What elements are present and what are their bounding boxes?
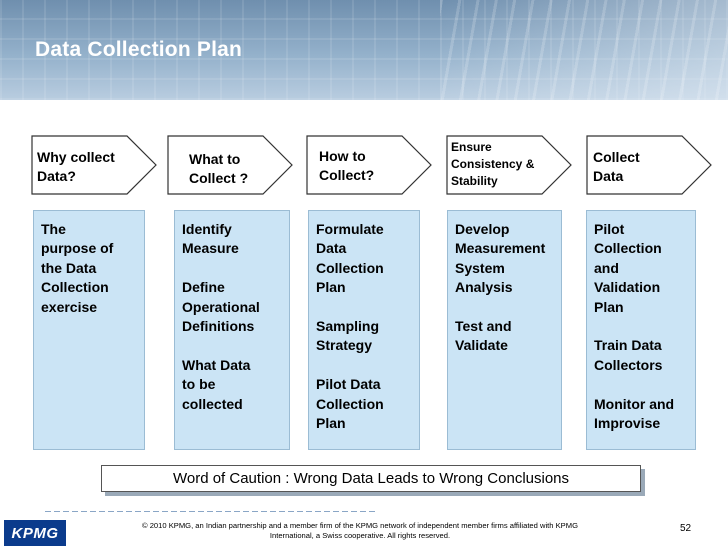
- step-label: Why collect Data?: [37, 149, 115, 184]
- kpmg-logo: KPMG: [4, 520, 66, 546]
- copyright-line: © 2010 KPMG, an Indian partnership and a…: [142, 521, 578, 530]
- caution-box: Word of Caution : Wrong Data Leads to Wr…: [101, 465, 641, 492]
- panel-text: The purpose of the Data Collection exerc…: [41, 221, 114, 315]
- step-arrow-collect-data: Collect Data: [586, 135, 712, 195]
- header-banner: Data Collection Plan: [0, 0, 728, 100]
- step-arrow-ensure-consistency: Ensure Consistency & Stability: [446, 135, 572, 195]
- step-label: Collect Data: [593, 149, 640, 184]
- copyright-notice: © 2010 KPMG, an Indian partnership and a…: [95, 521, 625, 541]
- copyright-line: International, a Swiss cooperative. All …: [269, 531, 451, 540]
- chevron-arrow-shape: [586, 135, 712, 195]
- footer-divider: [45, 511, 375, 512]
- panel-what-to-collect: Identify Measure Define Operational Defi…: [174, 210, 290, 450]
- step-label: How to Collect?: [319, 148, 375, 183]
- panel-text: Develop Measurement System Analysis Test…: [455, 221, 546, 354]
- page-number: 52: [680, 523, 692, 534]
- page-title: Data Collection Plan: [35, 38, 243, 61]
- chevron-arrow-shape: [306, 135, 432, 195]
- step-arrow-how-to-collect: How to Collect?: [306, 135, 432, 195]
- panel-how-to-collect: Formulate Data Collection Plan Sampling …: [308, 210, 420, 450]
- chevron-arrow-shape: [31, 135, 157, 195]
- header-background-image: [440, 0, 728, 100]
- panel-ensure-consistency: Develop Measurement System Analysis Test…: [447, 210, 562, 450]
- step-label: What to Collect ?: [189, 151, 249, 186]
- panel-text: Pilot Collection and Validation Plan Tra…: [594, 221, 675, 432]
- panel-why-collect: The purpose of the Data Collection exerc…: [33, 210, 145, 450]
- panel-text: Identify Measure Define Operational Defi…: [182, 221, 260, 412]
- chevron-arrow-shape: [167, 135, 293, 195]
- step-label: Ensure Consistency & Stability: [451, 140, 535, 188]
- panel-text: Formulate Data Collection Plan Sampling …: [316, 221, 384, 432]
- step-arrow-what-to-collect: What to Collect ?: [167, 135, 293, 195]
- step-arrow-why-collect: Why collect Data?: [31, 135, 157, 195]
- panel-collect-data: Pilot Collection and Validation Plan Tra…: [586, 210, 696, 450]
- chevron-arrow-shape: [446, 135, 572, 195]
